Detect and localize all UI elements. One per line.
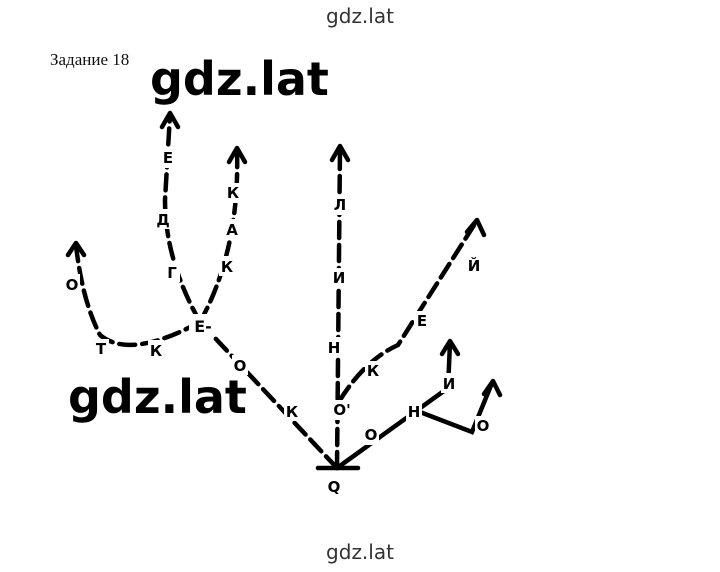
- arrowhead-center: [329, 143, 351, 163]
- watermark-bottom: gdz.lat: [326, 540, 394, 564]
- label-e-node: Е-: [194, 317, 212, 336]
- label-root-q: Q: [328, 478, 341, 496]
- label-k-mid-top: К: [227, 184, 240, 202]
- label-t: Т: [96, 340, 107, 358]
- label-o-branch: О: [234, 357, 247, 375]
- arrowhead-low: [439, 338, 461, 357]
- label-y-right: Й: [468, 256, 481, 275]
- arrowhead-top: [159, 110, 181, 130]
- edge-low-end: [417, 380, 495, 435]
- arrowhead-right: [464, 217, 487, 238]
- label-k-left: К: [150, 342, 163, 360]
- label-o-end: О: [477, 417, 490, 435]
- arrowhead-end: [481, 378, 503, 398]
- label-d: Д: [156, 211, 169, 229]
- edge-e-node-top: [162, 112, 203, 325]
- label-e-top: Е: [163, 149, 173, 167]
- watermark-overlay-1: gdz.lat: [150, 52, 329, 106]
- edge-root-e-node: [197, 319, 340, 471]
- label-n-low: Н: [408, 403, 421, 421]
- task-title: Задание 18: [50, 50, 130, 69]
- edge-e-node-left: [73, 242, 203, 348]
- label-n-center: Н: [328, 339, 341, 357]
- label-i-center: И: [333, 269, 346, 287]
- watermark-top: gdz.lat: [326, 4, 394, 28]
- watermark-overlay-2: gdz.lat: [68, 370, 247, 424]
- label-i-low: И: [443, 375, 456, 393]
- label-k-right: К: [367, 362, 380, 380]
- label-k-mid: К: [221, 258, 234, 276]
- edge-e-node-mid: [197, 147, 240, 325]
- label-o-top: О: [66, 276, 79, 294]
- arrowhead-left: [65, 240, 87, 258]
- label-a: А: [226, 221, 238, 239]
- arrowhead-mid: [226, 145, 248, 165]
- label-o-node: О': [333, 401, 350, 419]
- label-g: Г: [167, 264, 177, 282]
- edge-root-low: [334, 340, 453, 471]
- label-l: Л: [334, 196, 346, 214]
- label-e-right: Е: [417, 312, 427, 330]
- label-o-low: О: [365, 426, 378, 444]
- label-k-branch: К: [286, 403, 299, 421]
